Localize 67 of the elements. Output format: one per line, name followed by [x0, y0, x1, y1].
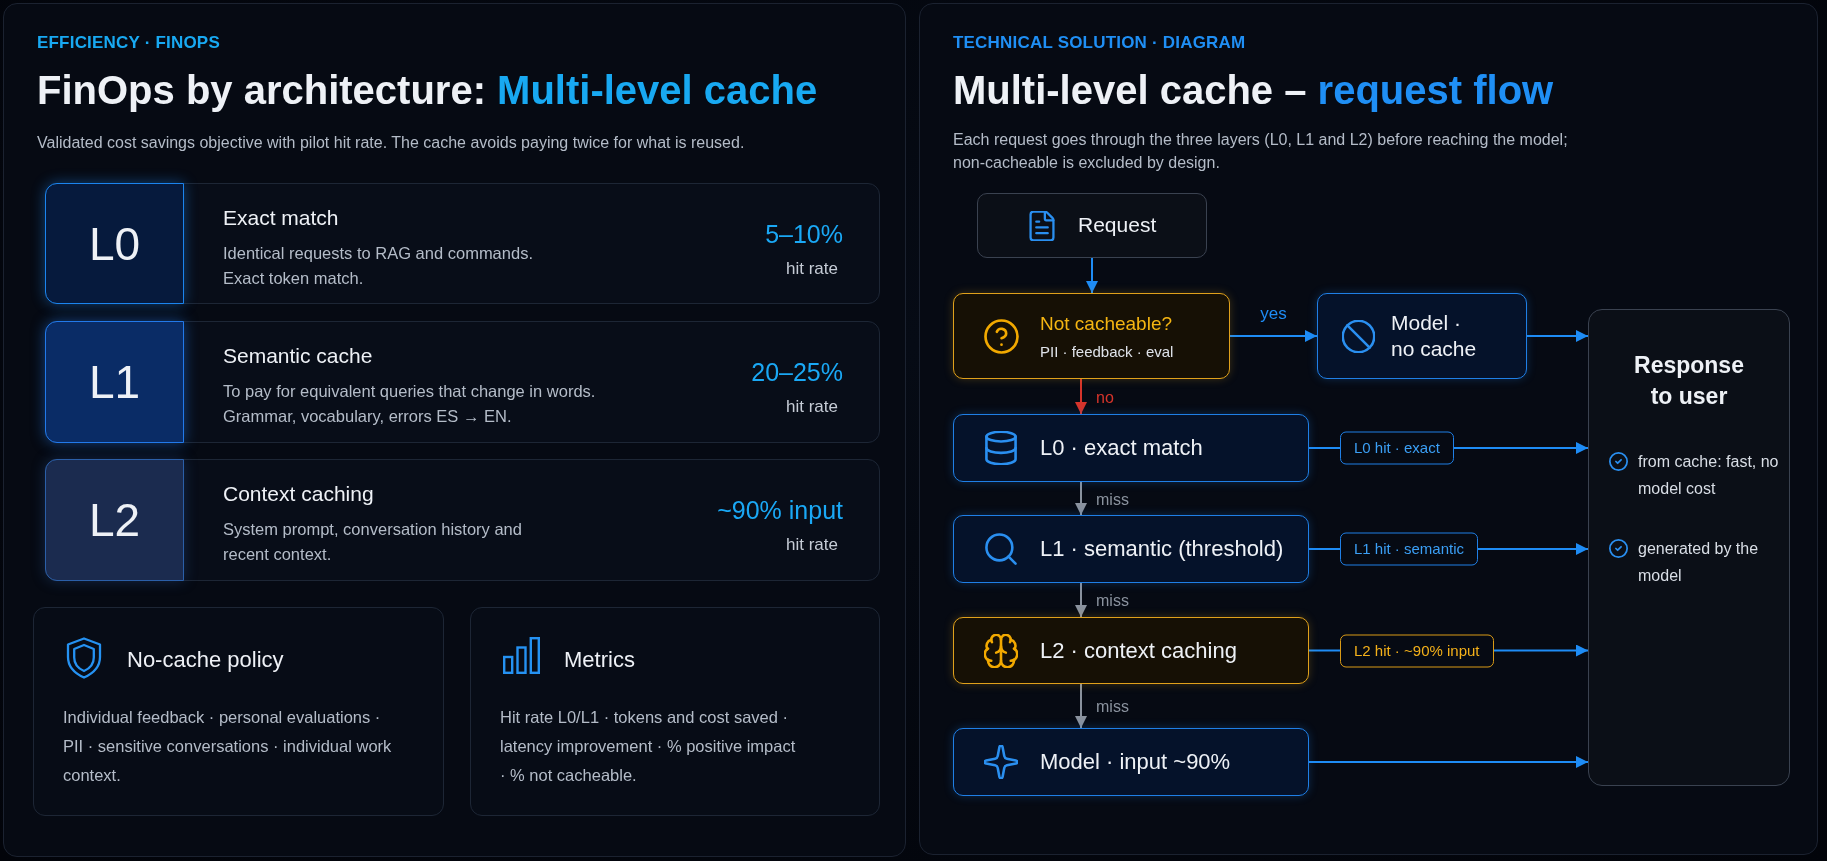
- info-card: [470, 607, 880, 816]
- arrow: [1075, 683, 1087, 729]
- node-label: Request: [1078, 212, 1157, 239]
- arrow: [1075, 481, 1087, 516]
- arrow: [1229, 330, 1318, 342]
- edge-label: L0 hit · exact: [1340, 431, 1454, 465]
- edge-label: miss: [1096, 489, 1129, 508]
- hit-rate-label: hit rate: [786, 258, 838, 280]
- section-kicker: EFFICIENCY · FINOPS: [37, 33, 220, 53]
- edge-label: no: [1096, 387, 1114, 406]
- process-box: [953, 617, 1309, 684]
- process-box: [953, 728, 1309, 796]
- card-title: Metrics: [564, 646, 635, 674]
- node-label: L1 · semantic (threshold): [1040, 535, 1284, 563]
- hit-rate-label: hit rate: [786, 534, 838, 556]
- card-description: System prompt, conversation history and recent context.: [223, 519, 523, 565]
- edge-label: miss: [1096, 696, 1129, 716]
- level-tile: L2: [45, 459, 184, 581]
- edge-label: yes: [1260, 304, 1287, 324]
- node-sublabel: PII · feedback · eval: [1040, 341, 1174, 361]
- info-card: [33, 607, 444, 816]
- card-description: Individual feedback · personal evaluations · PII · sensitive conversations · individual work context.: [63, 707, 393, 786]
- card-description: To pay for equivalent queries that change in words. Grammar, vocabulary, errors ES → EN.: [223, 381, 597, 427]
- card-title: Exact match: [223, 205, 339, 231]
- node-label: Model · input ~90%: [1040, 748, 1231, 776]
- panel-subtitle: Each request goes through the three layers (L0, L1 and L2) before reaching the model; non-cacheable is excluded by design.: [953, 130, 1569, 173]
- start-box: [977, 193, 1207, 258]
- level-tile: L0: [45, 183, 184, 304]
- cache-level-card: [45, 459, 880, 581]
- hit-rate-value: 5–10%: [765, 219, 843, 249]
- list-item: from cache: fast, no model cost: [1638, 452, 1780, 499]
- panel-title: FinOps by architecture: Multi-level cache: [37, 67, 818, 114]
- arrow: [1075, 582, 1087, 618]
- panel-subtitle: Validated cost savings objective with pilot hit rate. The cache avoids paying twice for what is reused.: [37, 133, 745, 153]
- list-item: generated by the model: [1638, 539, 1760, 586]
- output-panel: [1588, 309, 1790, 786]
- content-panel: [919, 3, 1818, 855]
- decision-box: [953, 293, 1230, 379]
- process-box: [953, 414, 1309, 482]
- card-title: Semantic cache: [223, 343, 373, 369]
- card-description: Identical requests to RAG and commands. Exact token match.: [223, 243, 534, 289]
- level-tile: L1: [45, 321, 184, 443]
- edge-label: L2 hit · ~90% input: [1340, 634, 1494, 667]
- edge-label: miss: [1096, 590, 1129, 610]
- node-label: Not cacheable?: [1040, 311, 1173, 335]
- node-label: L0 · exact match: [1040, 434, 1203, 462]
- arrow: [1075, 378, 1087, 415]
- node-heading: Response to user: [1633, 351, 1745, 411]
- hit-rate-value: ~90% input: [717, 495, 843, 525]
- arrow: [1526, 330, 1589, 342]
- card-description: Hit rate L0/L1 · tokens and cost saved · latency improvement · % positive impact · % not cacheable.: [500, 707, 796, 786]
- card-title: No-cache policy: [127, 646, 284, 674]
- content-panel: [3, 3, 906, 857]
- node-label: Model · no cache: [1391, 309, 1478, 362]
- panel-title: Multi-level cache – request flow: [953, 67, 1554, 114]
- hit-rate-label: hit rate: [786, 396, 838, 418]
- card-title: Context caching: [223, 481, 374, 507]
- hit-rate-value: 20–25%: [751, 357, 843, 387]
- process-box: [953, 515, 1309, 583]
- cache-level-card: [45, 321, 880, 443]
- node-label: L2 · context caching: [1040, 636, 1237, 665]
- cache-level-card: [45, 183, 880, 304]
- arrow: [1086, 257, 1098, 294]
- process-box: [1317, 293, 1527, 379]
- arrow: [1308, 756, 1589, 768]
- edge-label: L1 hit · semantic: [1340, 532, 1479, 566]
- section-kicker: TECHNICAL SOLUTION · DIAGRAM: [953, 33, 1246, 53]
